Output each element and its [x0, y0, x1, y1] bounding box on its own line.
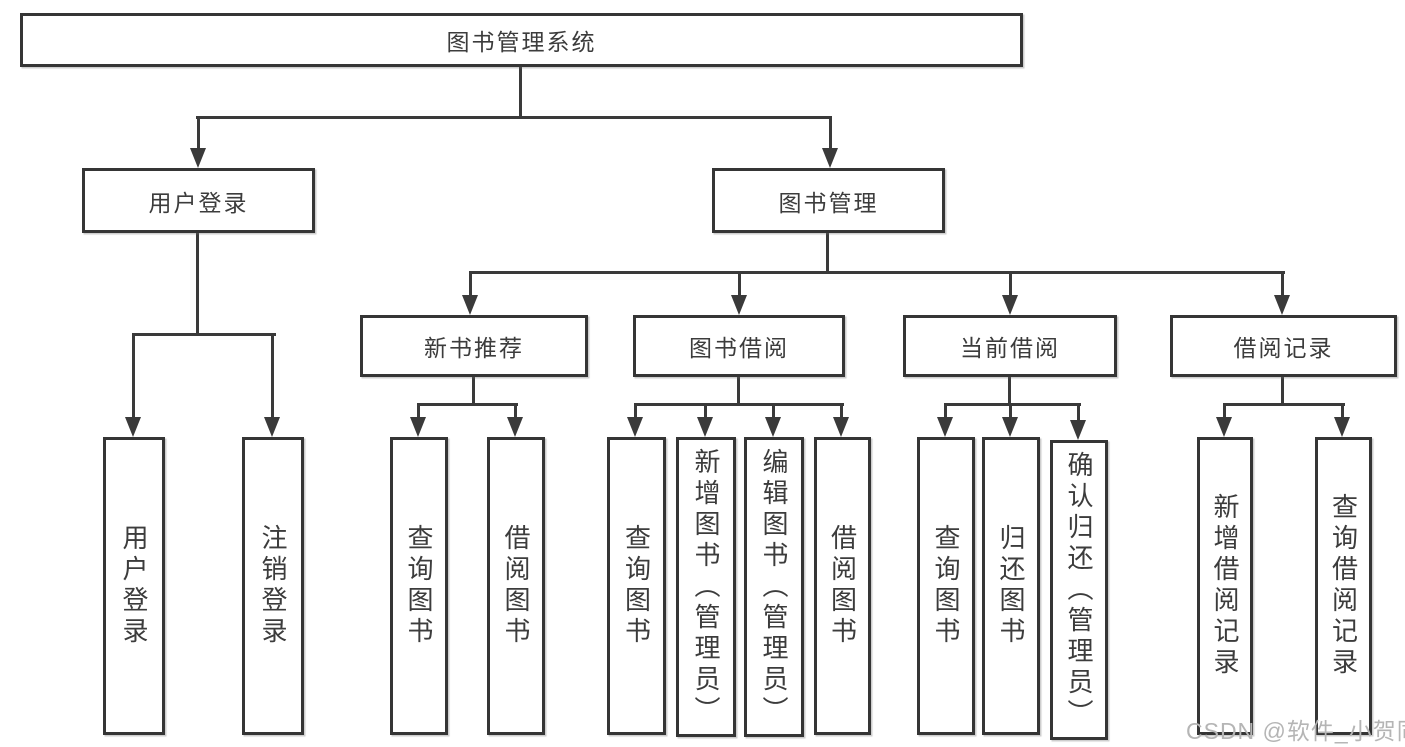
leaf-confirm-return-admin: 确认归还（管理员） — [1050, 440, 1108, 740]
connector-hline — [1223, 403, 1345, 406]
connector-arrow-down — [1002, 406, 1019, 437]
connector-hline — [469, 271, 1285, 274]
node-label: 图书借阅 — [689, 335, 789, 361]
connector-arrow-down — [627, 406, 644, 437]
node-label: 新书推荐 — [424, 335, 524, 361]
leaf-query-book-borrow: 查询图书 — [607, 437, 666, 735]
connector-arrow-down — [410, 406, 427, 437]
connector-vline — [519, 67, 522, 119]
node-label: 注销登录 — [258, 524, 288, 648]
connector-arrow-down — [1274, 274, 1291, 315]
leaf-borrow-book-recommend: 借阅图书 — [487, 437, 545, 735]
node-label: 图书管理 — [778, 189, 879, 216]
node-label: 确认归还（管理员） — [1064, 450, 1094, 730]
node-label: 借阅图书 — [827, 524, 858, 648]
connector-vline — [1008, 377, 1011, 406]
connector-arrow-down — [462, 274, 479, 315]
node-new-book-recommend: 新书推荐 — [360, 315, 588, 377]
connector-hline — [132, 333, 276, 336]
node-book-borrow: 图书借阅 — [633, 315, 845, 377]
node-label: 借阅记录 — [1233, 335, 1334, 361]
node-book-management: 图书管理 — [712, 168, 945, 233]
connector-hline — [634, 403, 844, 406]
connector-arrow-down — [1070, 406, 1087, 440]
connector-arrow-down — [1334, 406, 1351, 437]
connector-arrow-down — [697, 406, 714, 437]
connector-arrow-down — [833, 406, 850, 437]
connector-arrow-down — [1216, 406, 1233, 437]
connector-arrow-down — [822, 119, 839, 168]
node-borrow-record: 借阅记录 — [1170, 315, 1397, 377]
node-library-management-system: 图书管理系统 — [20, 13, 1023, 67]
connector-hline — [196, 116, 832, 119]
node-label: 查询图书 — [621, 524, 652, 648]
node-label: 用户登录 — [148, 189, 249, 216]
leaf-query-book-current: 查询图书 — [917, 437, 975, 735]
node-label: 当前借阅 — [960, 335, 1060, 361]
node-user-login: 用户登录 — [82, 168, 315, 233]
leaf-borrow-book: 借阅图书 — [814, 437, 871, 735]
connector-arrow-down — [731, 274, 748, 315]
leaf-user-login: 用户登录 — [103, 437, 165, 735]
connector-hline — [417, 403, 518, 406]
connector-arrow-down — [937, 406, 954, 437]
leaf-return-book: 归还图书 — [982, 437, 1040, 735]
node-label: 编辑图书（管理员） — [759, 447, 789, 727]
csdn-watermark: CSDN @软件_小贺同学 — [1186, 718, 1405, 744]
node-label: 归还图书 — [996, 524, 1026, 648]
leaf-query-borrow-record: 查询借阅记录 — [1315, 437, 1372, 735]
leaf-logout: 注销登录 — [242, 437, 304, 735]
node-label: 图书管理系统 — [446, 29, 597, 55]
connector-hline — [944, 403, 1081, 406]
leaf-add-borrow-record: 新增借阅记录 — [1197, 437, 1253, 735]
connector-vline — [196, 233, 199, 336]
connector-arrow-down — [765, 406, 782, 437]
leaf-add-book-admin: 新增图书（管理员） — [676, 437, 736, 737]
connector-arrow-down — [1002, 274, 1019, 315]
node-label: 查询图书 — [404, 524, 434, 648]
connector-arrow-down — [264, 336, 281, 437]
node-label: 新增借阅记录 — [1210, 493, 1240, 679]
connector-vline — [826, 233, 829, 274]
connector-arrow-down — [125, 336, 142, 437]
connector-arrow-down — [190, 119, 207, 168]
leaf-query-book-recommend: 查询图书 — [390, 437, 448, 735]
connector-vline — [472, 377, 475, 406]
node-current-borrow: 当前借阅 — [903, 315, 1117, 377]
connector-arrow-down — [507, 406, 524, 437]
node-label: 新增图书（管理员） — [691, 447, 721, 727]
node-label: 查询借阅记录 — [1328, 493, 1359, 679]
node-label: 用户登录 — [119, 524, 149, 648]
node-label: 查询图书 — [931, 524, 961, 648]
connector-vline — [1281, 377, 1284, 406]
node-label: 借阅图书 — [501, 524, 531, 648]
connector-vline — [737, 377, 740, 406]
leaf-edit-book-admin: 编辑图书（管理员） — [744, 437, 804, 737]
